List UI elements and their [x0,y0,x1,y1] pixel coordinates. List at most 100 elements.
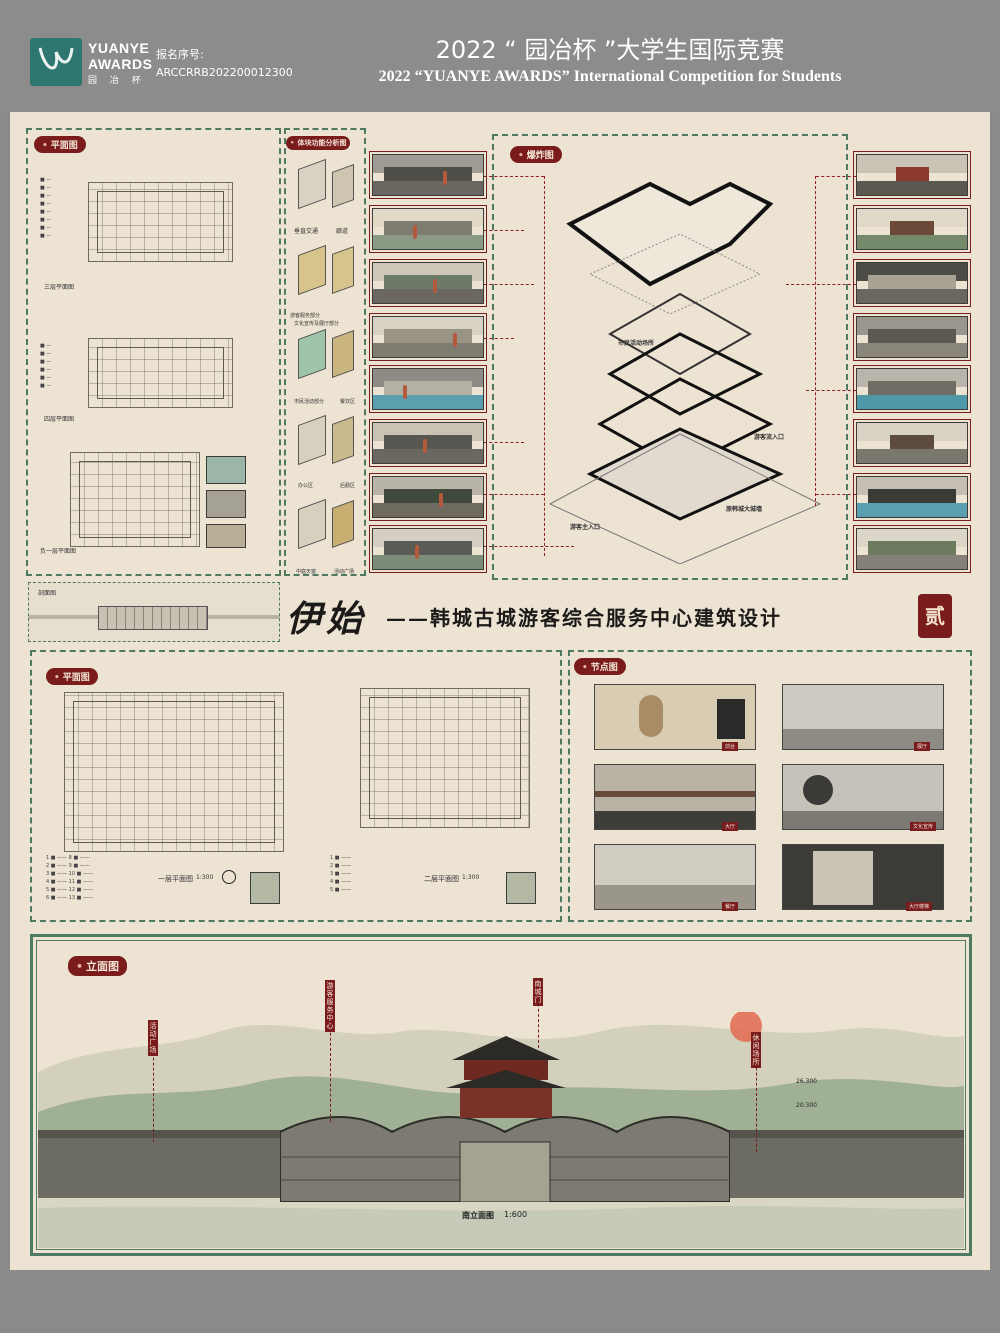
first-floor-plan [64,692,284,852]
section-tag-function-analysis: 体块功能分析图 [286,136,351,150]
logo-text-awards: AWARDS [88,56,153,72]
plans-bottom-panel [30,650,562,922]
render-thumb [853,313,971,361]
render-thumb [853,419,971,467]
exploded-label-main-entry: 游客主入口 [570,524,601,531]
render-thumb [853,525,971,573]
function-label-culture-exhibition: 文化宣传及展厅部分 [294,321,340,327]
exploded-label-city-wall: 原韩城大城墙 [726,506,763,513]
second-floor-plan [360,688,530,828]
page-footer [0,1270,1000,1333]
nodes-panel [568,650,972,922]
third-floor-plan [88,182,233,262]
section-tag-plans-top: 平面图 [34,136,86,153]
render-thumb [853,205,971,253]
basement-label: 负一层平面图 [40,548,77,555]
service-center-building [280,1116,730,1202]
elevation-label-service: 游客服务中心 [325,980,335,1032]
node-label-stair: 大厅楼梯 [906,902,933,911]
node-render-culture [782,764,944,830]
logo-text-yuanye: YUANYE [88,40,150,56]
function-label-citizen-activity: 市民活动部分 [294,399,325,405]
exploded-label-visitor-entry: 游客流入口 [754,434,785,441]
elevation-label-gate: 南城门 [533,978,543,1006]
competition-header: YUANYE AWARDS 园 冶 杯 报名序号: ARCCRRB2022000… [0,0,1000,112]
exploded-panel [492,134,848,580]
elevation-caption: 南立面图 [462,1211,494,1220]
node-label-culture: 文化宣传 [910,822,937,831]
registration-label: 报名序号: [156,48,204,61]
render-thumb [369,259,487,307]
function-diagram-column [292,158,362,568]
competition-title-cn: 2022 “ 园冶杯 ”大学生国际竞赛 [435,36,785,64]
section-building [98,606,208,630]
render-thumb [853,151,971,199]
function-label-atrium: 中庭天窗 [296,569,317,575]
exploded-connector-lines [484,172,856,556]
section-tag-nodes: 节点图 [574,658,626,675]
second-floor-label: 二层平面图 [424,875,459,883]
node-render-restaurant [594,844,756,910]
function-analysis-panel [284,128,366,576]
render-thumb [369,205,487,253]
first-floor-label: 一层平面图 [158,875,193,883]
fourth-floor-plan [88,338,233,408]
project-title-rest: ——韩城古城游客综合服务中心建筑设计 [386,606,782,630]
section-tag-exploded: 爆炸图 [510,146,562,163]
yuanye-logo [30,38,82,86]
render-thumb [853,365,971,413]
plan-legend: ■ —■ —■ —■ —■ —■ —■ —■ — [40,177,52,239]
function-label-vertical-traffic: 垂直交通 [294,228,319,235]
node-label-reception: 前台 [722,742,739,751]
elevation-leader-gate [538,988,539,1048]
node-label-hall: 大厅 [722,822,739,831]
fourth-floor-label: 四层平面图 [44,416,75,423]
elevation-label-plaza: 活动广场 [148,1020,158,1056]
basement-detail-thumb [206,524,246,548]
poster-board: 平面图 ■ —■ —■ —■ —■ —■ —■ —■ — 三层平面图 ■ —■ … [10,112,990,1270]
node-label-restaurant: 餐厅 [722,902,739,911]
elevation-inner-border [36,940,966,1250]
elevation-leader-plaza [153,1032,154,1142]
render-thumb [369,365,487,413]
render-thumb [369,419,487,467]
elevation-leader-service [330,992,331,1122]
node-render-exhibition [782,684,944,750]
third-floor-label: 三层平面图 [44,284,75,291]
plan-legend: 1 ■ ——2 ■ ——3 ■ ——4 ■ ——5 ■ —— [330,855,352,893]
elevation-scale: 1:600 [504,1210,528,1219]
second-floor-scale: 1:300 [462,874,480,881]
render-thumb [369,151,487,199]
elevation-height-2: 20.300 [796,1102,817,1109]
basement-detail-thumb [206,456,246,484]
second-floor-detail [506,872,536,904]
node-render-stair [782,844,944,910]
project-title: 伊始 ——韩城古城游客综合服务中心建筑设计 [286,590,906,642]
node-render-hall [594,764,756,830]
function-label-office: 办公区 [298,483,314,489]
render-thumb [853,259,971,307]
render-thumb [853,473,971,521]
registration-number: ARCCRRB202200012300 [156,66,293,79]
basement-plan [70,452,200,547]
elevation-height-1: 26.300 [796,1078,817,1085]
plan-legend: 1 ■ —— 8 ■ ——2 ■ —— 9 ■ ——3 ■ —— 10 ■ ——… [46,855,93,901]
render-thumb [369,313,487,361]
north-arrow-icon [222,870,236,884]
section-tag-elevation: 立面图 [68,956,128,976]
elevation-panel [30,934,972,1256]
function-label-visitor-service: 游客服务部分 [290,313,321,319]
competition-title-en: 2022 “YUANYE AWARDS” International Compe… [378,68,842,85]
function-label-corridor: 廊道 [336,228,349,235]
elevation-leader-leisure [756,1042,757,1152]
basement-detail-thumb [206,490,246,518]
logo-text-cn: 园 冶 杯 [88,76,146,86]
node-label-exhibition: 展厅 [914,742,931,751]
project-title-lead: 伊始 [286,598,367,640]
plan-legend: ■ —■ —■ —■ —■ —■ — [40,343,52,389]
section-strip [28,582,280,642]
south-gate-tower [446,1036,566,1118]
node-render-reception [594,684,756,750]
first-floor-detail [250,872,280,904]
function-label-logistics: 后勤区 [340,483,356,489]
